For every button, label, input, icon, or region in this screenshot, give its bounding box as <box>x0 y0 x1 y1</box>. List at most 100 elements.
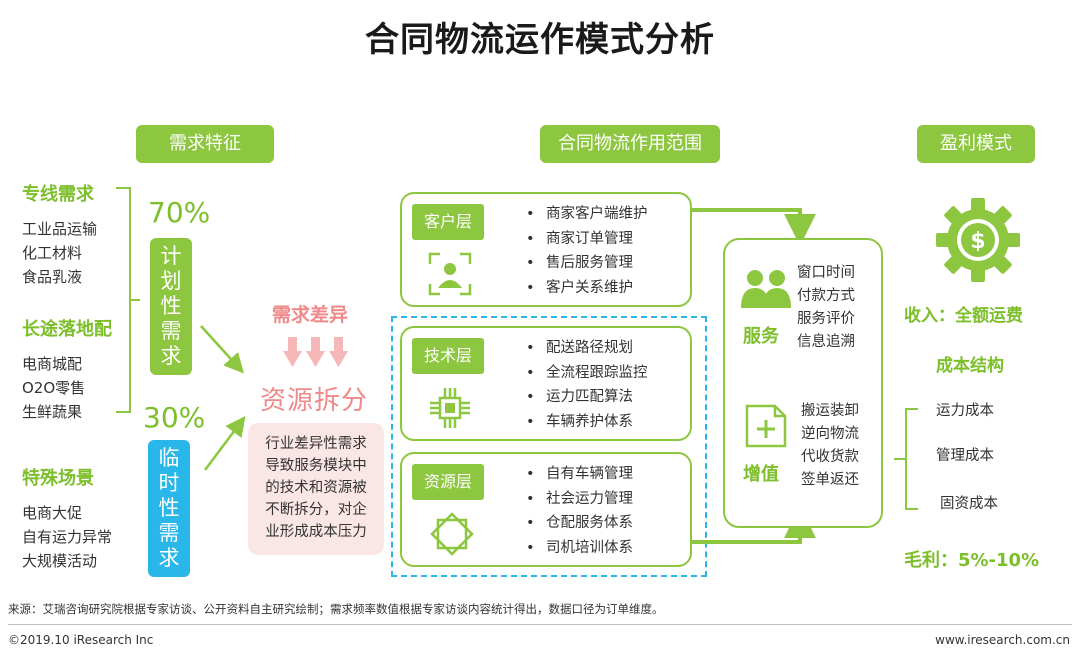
planned-percent: 70% <box>148 196 211 229</box>
demand-group-items: 工业品运输 化工材料 食品乳液 <box>22 217 97 289</box>
service-box: 服务 窗口时间 付款方式 服务评价 信息追溯 增值 搬运装卸 逆向物流 代收货款… <box>723 238 883 528</box>
demand-group-items: 电商大促 自有运力异常 大规模活动 <box>22 501 112 573</box>
gross-margin: 毛利：5%-10% <box>904 550 1040 571</box>
bar-char: 划 <box>160 269 182 293</box>
service-items: 窗口时间 付款方式 服务评价 信息追溯 <box>797 262 855 354</box>
list-item: 电商城配 <box>22 355 83 373</box>
layer-customer: 客户层 商家客户端维护 商家订单管理 售后服务管理 客户关系维护 <box>400 192 692 307</box>
layer-tag: 技术层 <box>412 338 484 374</box>
demand-group-items: 电商城配 O2O零售 生鲜蔬果 <box>22 352 112 424</box>
bar-char: 性 <box>160 294 182 318</box>
layer-items: 自有车辆管理 社会运力管理 仓配服务体系 司机培训体系 <box>526 462 633 560</box>
list-item: 化工材料 <box>22 244 83 262</box>
explanation-line: 行业差异性需求 <box>265 436 367 452</box>
list-item: 信息追溯 <box>797 334 855 350</box>
list-item: 商家客户端维护 <box>526 202 648 227</box>
value-added-items: 搬运装卸 逆向物流 代收货款 签单返还 <box>801 400 859 492</box>
demand-group-special: 特殊场景 电商大促 自有运力异常 大规模活动 <box>22 464 112 573</box>
svg-text:$: $ <box>970 229 985 254</box>
explanation-line: 不断拆分，对企 <box>265 502 367 518</box>
resource-split: 资源拆分 <box>260 386 369 416</box>
list-item: 大规模活动 <box>22 552 98 570</box>
list-item: 服务评价 <box>797 311 855 327</box>
chip-icon <box>430 388 470 428</box>
layer-items: 配送路径规划 全流程跟踪监控 运力匹配算法 车辆养护体系 <box>526 336 648 434</box>
demand-group-dedicated: 专线需求 工业品运输 化工材料 食品乳液 <box>22 180 97 289</box>
list-item: 配送路径规划 <box>526 336 648 361</box>
list-item: 代收货款 <box>801 449 859 465</box>
person-scan-icon <box>428 252 472 296</box>
demand-diff-title: 需求差异 <box>272 304 349 326</box>
list-item: 社会运力管理 <box>526 487 633 512</box>
bar-char: 性 <box>158 496 180 520</box>
list-item: 逆向物流 <box>801 426 859 442</box>
layer-tech: 技术层 配送路径规划 全流程跟踪监控 运力匹配算法 车辆养护体系 <box>400 326 692 441</box>
cost-item: 运力成本 <box>936 403 994 419</box>
cost-item: 固资成本 <box>940 496 998 512</box>
list-item: 全流程跟踪监控 <box>526 361 648 386</box>
service-label: 服务 <box>743 326 779 347</box>
temporary-demand-bar: 临 时 性 需 求 <box>148 440 190 577</box>
scope-header: 合同物流作用范围 <box>540 125 720 163</box>
diamond-frame-icon <box>430 512 474 556</box>
bar-char: 计 <box>160 244 182 268</box>
temporary-percent: 30% <box>143 401 206 434</box>
list-item: 商家订单管理 <box>526 227 648 252</box>
arrows-to-diff <box>200 325 246 471</box>
gear-dollar-icon: $ <box>936 198 1020 282</box>
bar-char: 需 <box>158 521 180 545</box>
layer-resource: 资源层 自有车辆管理 社会运力管理 仓配服务体系 司机培训体系 <box>400 452 692 567</box>
layer-tag: 客户层 <box>412 204 484 240</box>
value-added-label: 增值 <box>743 464 779 485</box>
page-title: 合同物流运作模式分析 <box>365 20 715 60</box>
list-item: 售后服务管理 <box>526 251 648 276</box>
copyright: ©2019.10 iResearch Inc <box>8 633 154 647</box>
layer-items: 商家客户端维护 商家订单管理 售后服务管理 客户关系维护 <box>526 202 648 300</box>
explanation-line: 导致服务模块中 <box>265 458 367 474</box>
list-item: 仓配服务体系 <box>526 511 633 536</box>
cost-item: 管理成本 <box>936 448 994 464</box>
connector-arrows <box>692 208 816 544</box>
list-item: 电商大促 <box>22 504 83 522</box>
list-item: 运力匹配算法 <box>526 385 648 410</box>
demand-group-title: 专线需求 <box>22 184 94 205</box>
list-item: 自有车辆管理 <box>526 462 633 487</box>
bar-char: 临 <box>158 446 180 470</box>
list-item: 付款方式 <box>797 288 855 304</box>
demand-group-title: 特殊场景 <box>22 468 94 489</box>
cost-bracket <box>894 408 918 510</box>
list-item: 工业品运输 <box>22 220 98 238</box>
profit-header: 盈利模式 <box>917 125 1035 163</box>
bar-char: 需 <box>160 319 182 343</box>
demand-group-longhaul: 长途落地配 电商城配 O2O零售 生鲜蔬果 <box>22 315 112 424</box>
explanation-box: 行业差异性需求 导致服务模块中 的技术和资源被 不断拆分，对企 业形成成本压力 <box>248 423 384 555</box>
list-item: 窗口时间 <box>797 265 855 281</box>
list-item: 生鲜蔬果 <box>22 403 83 421</box>
list-item: 客户关系维护 <box>526 276 648 301</box>
site-url: www.iresearch.com.cn <box>935 633 1070 647</box>
dashed-frame <box>391 316 707 577</box>
bar-char: 时 <box>158 471 180 495</box>
list-item: 司机培训体系 <box>526 536 633 561</box>
demand-bracket <box>116 187 140 413</box>
down-arrows-icon <box>283 337 348 367</box>
bar-char: 求 <box>158 546 180 570</box>
list-item: 签单返还 <box>801 472 859 488</box>
explanation-line: 业形成成本压力 <box>265 524 367 540</box>
demand-group-title: 长途落地配 <box>22 319 112 340</box>
list-item: 车辆养护体系 <box>526 410 648 435</box>
explanation-line: 的技术和资源被 <box>265 480 367 496</box>
source-note: 来源：艾瑞咨询研究院根据专家访谈、公开资料自主研究绘制；需求频率数值根据专家访谈… <box>8 602 664 616</box>
list-item: O2O零售 <box>22 379 86 397</box>
footer-divider <box>8 624 1072 625</box>
list-item: 搬运装卸 <box>801 403 859 419</box>
list-item: 自有运力异常 <box>22 528 113 546</box>
bar-char: 求 <box>160 344 182 368</box>
planned-demand-bar: 计 划 性 需 求 <box>150 238 192 375</box>
people-icon <box>741 270 791 308</box>
document-plus-icon <box>745 404 787 448</box>
layer-tag: 资源层 <box>412 464 484 500</box>
list-item: 食品乳液 <box>22 268 83 286</box>
demand-header: 需求特征 <box>136 125 274 163</box>
income: 收入：全额运费 <box>904 306 1023 326</box>
